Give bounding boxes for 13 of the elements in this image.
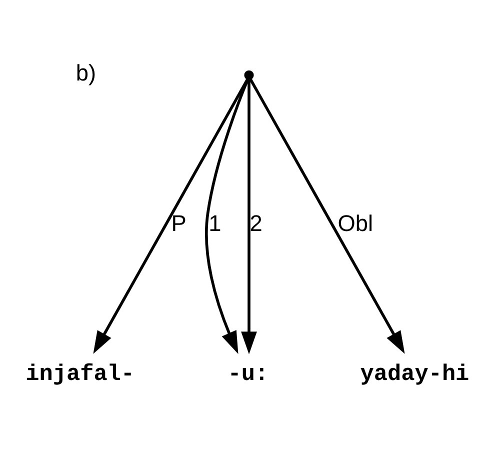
arrow (249, 78, 405, 354)
arrow (93, 78, 249, 354)
edge-label: 2 (250, 210, 262, 236)
edge-label: P (171, 210, 186, 236)
node-text: yaday-hi (360, 360, 470, 387)
edge-label: Obl (338, 210, 373, 236)
node-text: injafal- (26, 360, 135, 387)
node-point (244, 70, 254, 80)
node-text: -u: (228, 360, 269, 387)
label: b) (76, 60, 96, 86)
arrow (241, 80, 257, 354)
edge-label: 1 (208, 210, 222, 236)
arrow (204, 78, 250, 354)
